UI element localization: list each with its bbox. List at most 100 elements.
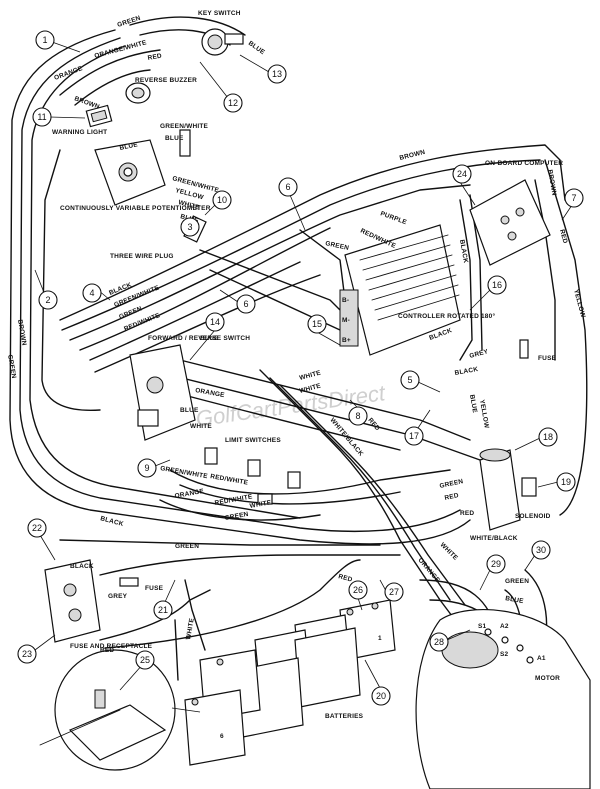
wire-label-yellow-sol: YELLOW xyxy=(478,399,490,429)
callout-11-text: 11 xyxy=(37,112,46,122)
wire-label-red-white-limit: RED/WHITE xyxy=(210,473,249,487)
callout-11 xyxy=(32,107,52,127)
terminal-a1: A1 xyxy=(537,655,546,662)
callout-14-text: 14 xyxy=(210,317,220,327)
wire-label-orange-fr: ORANGE xyxy=(195,387,226,399)
callout-16 xyxy=(487,275,507,295)
wire-label-green-sol: GREEN xyxy=(439,478,464,490)
warning-light: WARNING LIGHT xyxy=(52,104,113,136)
wire-label-green-left: GREEN xyxy=(118,305,143,321)
callout-24 xyxy=(452,164,472,184)
callout-14 xyxy=(205,312,225,332)
wire-label-blue-pot: BLUE xyxy=(119,141,139,152)
callout-5-text: 5 xyxy=(407,375,412,385)
battery-terminal-1: 1 xyxy=(378,635,382,642)
callout-20-text: 20 xyxy=(376,691,386,701)
callout-30 xyxy=(531,540,551,560)
wire-label-orange-white: ORANGE/WHITE xyxy=(94,39,148,60)
callout-9-text: 9 xyxy=(144,463,149,473)
callout-1-text: 1 xyxy=(42,35,47,45)
terminal-b-plus: B+ xyxy=(342,337,351,344)
callout-26 xyxy=(348,580,368,600)
wire-label-grey-fuse: GREY xyxy=(108,593,128,600)
callout-18 xyxy=(538,427,558,447)
key-switch-label: KEY SWITCH xyxy=(198,10,241,17)
callout-27 xyxy=(384,582,404,602)
terminal-s2: S2 xyxy=(500,651,509,658)
limit-switches: LIMIT SWITCHES xyxy=(204,437,301,505)
callout-13-text: 13 xyxy=(272,69,282,79)
callouts: 1 2 3 4 5 6 6 7 8 9 10 11 12 13 14 15 16 xyxy=(17,30,584,706)
callout-22 xyxy=(27,518,47,538)
wire-label-brown-main: BROWN xyxy=(399,149,426,162)
on-board-computer: ON-BOARD COMPUTER xyxy=(469,160,563,266)
wire-label-white-black-sol: WHITE/BLACK xyxy=(470,535,518,542)
wire-label-red-bat: RED xyxy=(337,573,353,583)
callout-6-mid xyxy=(236,294,256,314)
fuse-right: FUSE xyxy=(519,339,557,362)
wire-label-orange-top: ORANGE xyxy=(53,65,84,82)
limit-switches-label: LIMIT SWITCHES xyxy=(225,437,281,444)
terminal-b-minus: B- xyxy=(342,297,349,304)
callout-30-text: 30 xyxy=(536,545,546,555)
wire-label-blue-motor: BLUE xyxy=(505,595,525,605)
callout-6-top xyxy=(278,177,298,197)
reverse-buzzer: REVERSE BUZZER xyxy=(125,77,197,104)
callout-9 xyxy=(137,458,157,478)
callout-3 xyxy=(180,217,200,237)
warning-light-label: WARNING LIGHT xyxy=(52,129,107,136)
wire-label-green-far-left: GREEN xyxy=(6,354,17,379)
callout-16-text: 16 xyxy=(492,280,502,290)
wire-label-brown-left: BROWN xyxy=(16,319,27,346)
terminal-s1: S1 xyxy=(478,623,487,630)
wire-label-white-fr-3: WHITE xyxy=(190,423,212,430)
three-wire-plug-label: THREE WIRE PLUG xyxy=(110,253,174,260)
callout-21-text: 21 xyxy=(158,605,168,615)
callout-10 xyxy=(212,190,232,210)
potentiometer: CONTINUOUSLY VARIABLE POTENTIOMETER xyxy=(60,129,211,212)
motor: MOTOR S1 S2 A1 A2 xyxy=(415,609,591,789)
callout-10-text: 10 xyxy=(217,195,227,205)
wire-label-green-white-pot: GREEN/WHITE xyxy=(160,123,209,130)
terminal-a2: A2 xyxy=(500,623,509,630)
controller: CONTROLLER ROTATED 180° B- M- B+ xyxy=(339,224,495,356)
wire-label-blue-top: BLUE xyxy=(247,40,267,57)
callout-18-text: 18 xyxy=(543,432,553,442)
terminal-m-minus: M- xyxy=(342,317,350,324)
wire-label-red-white-limit-2: RED/WHITE xyxy=(214,493,253,507)
battery-lug-inset xyxy=(39,649,201,771)
callout-2-text: 2 xyxy=(45,295,50,305)
solenoid-label: SOLENOID xyxy=(515,513,551,520)
callout-4-text: 4 xyxy=(89,288,94,298)
callout-17-text: 17 xyxy=(409,431,419,441)
callout-15 xyxy=(307,314,327,334)
on-board-computer-label: ON-BOARD COMPUTER xyxy=(485,160,563,167)
callout-17 xyxy=(404,426,424,446)
callout-23 xyxy=(17,644,37,664)
wire-label-black-bottom: BLACK xyxy=(99,515,124,528)
fuse-receptacle: FUSE AND RECEPTACLE FUSE xyxy=(44,559,163,650)
wire-label-blue-sol: BLUE xyxy=(468,394,478,414)
callout-29 xyxy=(486,554,506,574)
callout-8-text: 8 xyxy=(355,411,360,421)
wire-label-brown-top: BROWN xyxy=(73,95,100,111)
wire-label-red-right: RED xyxy=(558,229,568,245)
wire-label-white-bat: WHITE xyxy=(185,617,196,640)
callout-2 xyxy=(38,290,58,310)
callout-28 xyxy=(429,632,449,652)
wire-label-blue-fr-2: BLUE xyxy=(180,407,199,414)
callout-3-text: 3 xyxy=(187,222,192,232)
wire-label-purple: PURPLE xyxy=(379,210,408,226)
potentiometer-label: CONTINUOUSLY VARIABLE POTENTIOMETER xyxy=(60,205,211,212)
wire-label-green-bottom: GREEN xyxy=(175,543,199,550)
callout-1 xyxy=(35,30,55,50)
wire-label-green-limit: GREEN xyxy=(224,511,249,522)
callout-20 xyxy=(371,686,391,706)
battery-terminal-6: 6 xyxy=(220,733,224,740)
forward-reverse-switch-label: FORWARD / REVERSE SWITCH xyxy=(148,335,250,342)
fuse-right-label: FUSE xyxy=(538,355,557,362)
callout-24-text: 24 xyxy=(457,169,467,179)
batteries-label: BATTERIES xyxy=(325,713,364,720)
wire-label-yellow-right: YELLOW xyxy=(572,289,586,319)
